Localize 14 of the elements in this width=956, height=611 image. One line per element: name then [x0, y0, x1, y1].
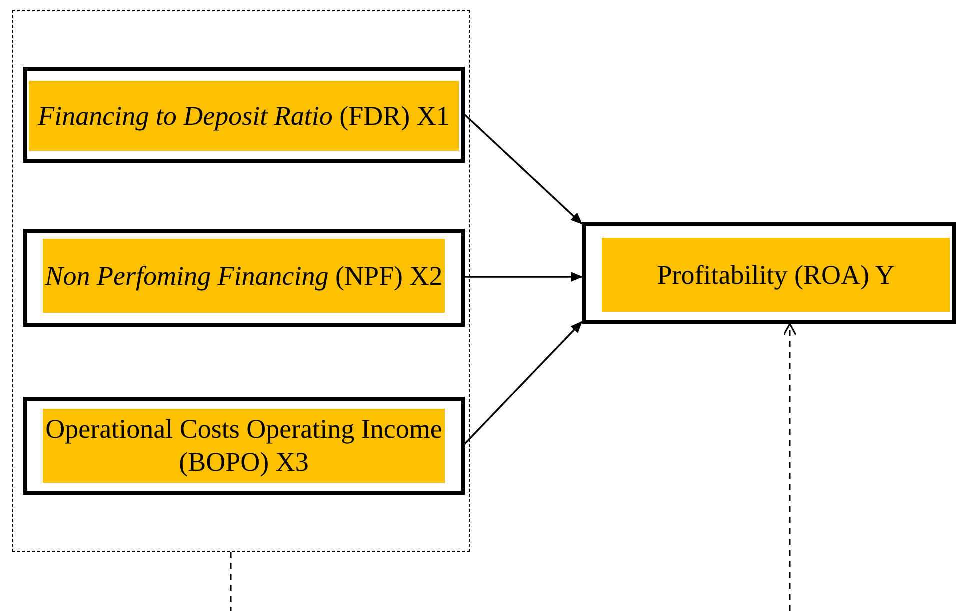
dashed-line — [230, 552, 232, 611]
variable-label: Financing to Deposit Ratio (FDR) X1 — [29, 81, 459, 151]
arrow — [464, 272, 583, 282]
variable-box — [582, 222, 956, 324]
variable-label: Non Perfoming Financing (NPF) X2 — [43, 239, 445, 313]
variable-label: Operational Costs Operating Income (BOPO) X3 — [43, 409, 445, 483]
variable-box — [23, 397, 465, 495]
variable-box — [23, 67, 465, 163]
dashed-line — [783, 323, 797, 611]
arrow — [463, 321, 583, 446]
variable-box — [23, 229, 465, 327]
variable-label: Profitability (ROA) Y — [602, 238, 950, 312]
arrow — [463, 113, 583, 225]
group-box — [12, 10, 470, 552]
